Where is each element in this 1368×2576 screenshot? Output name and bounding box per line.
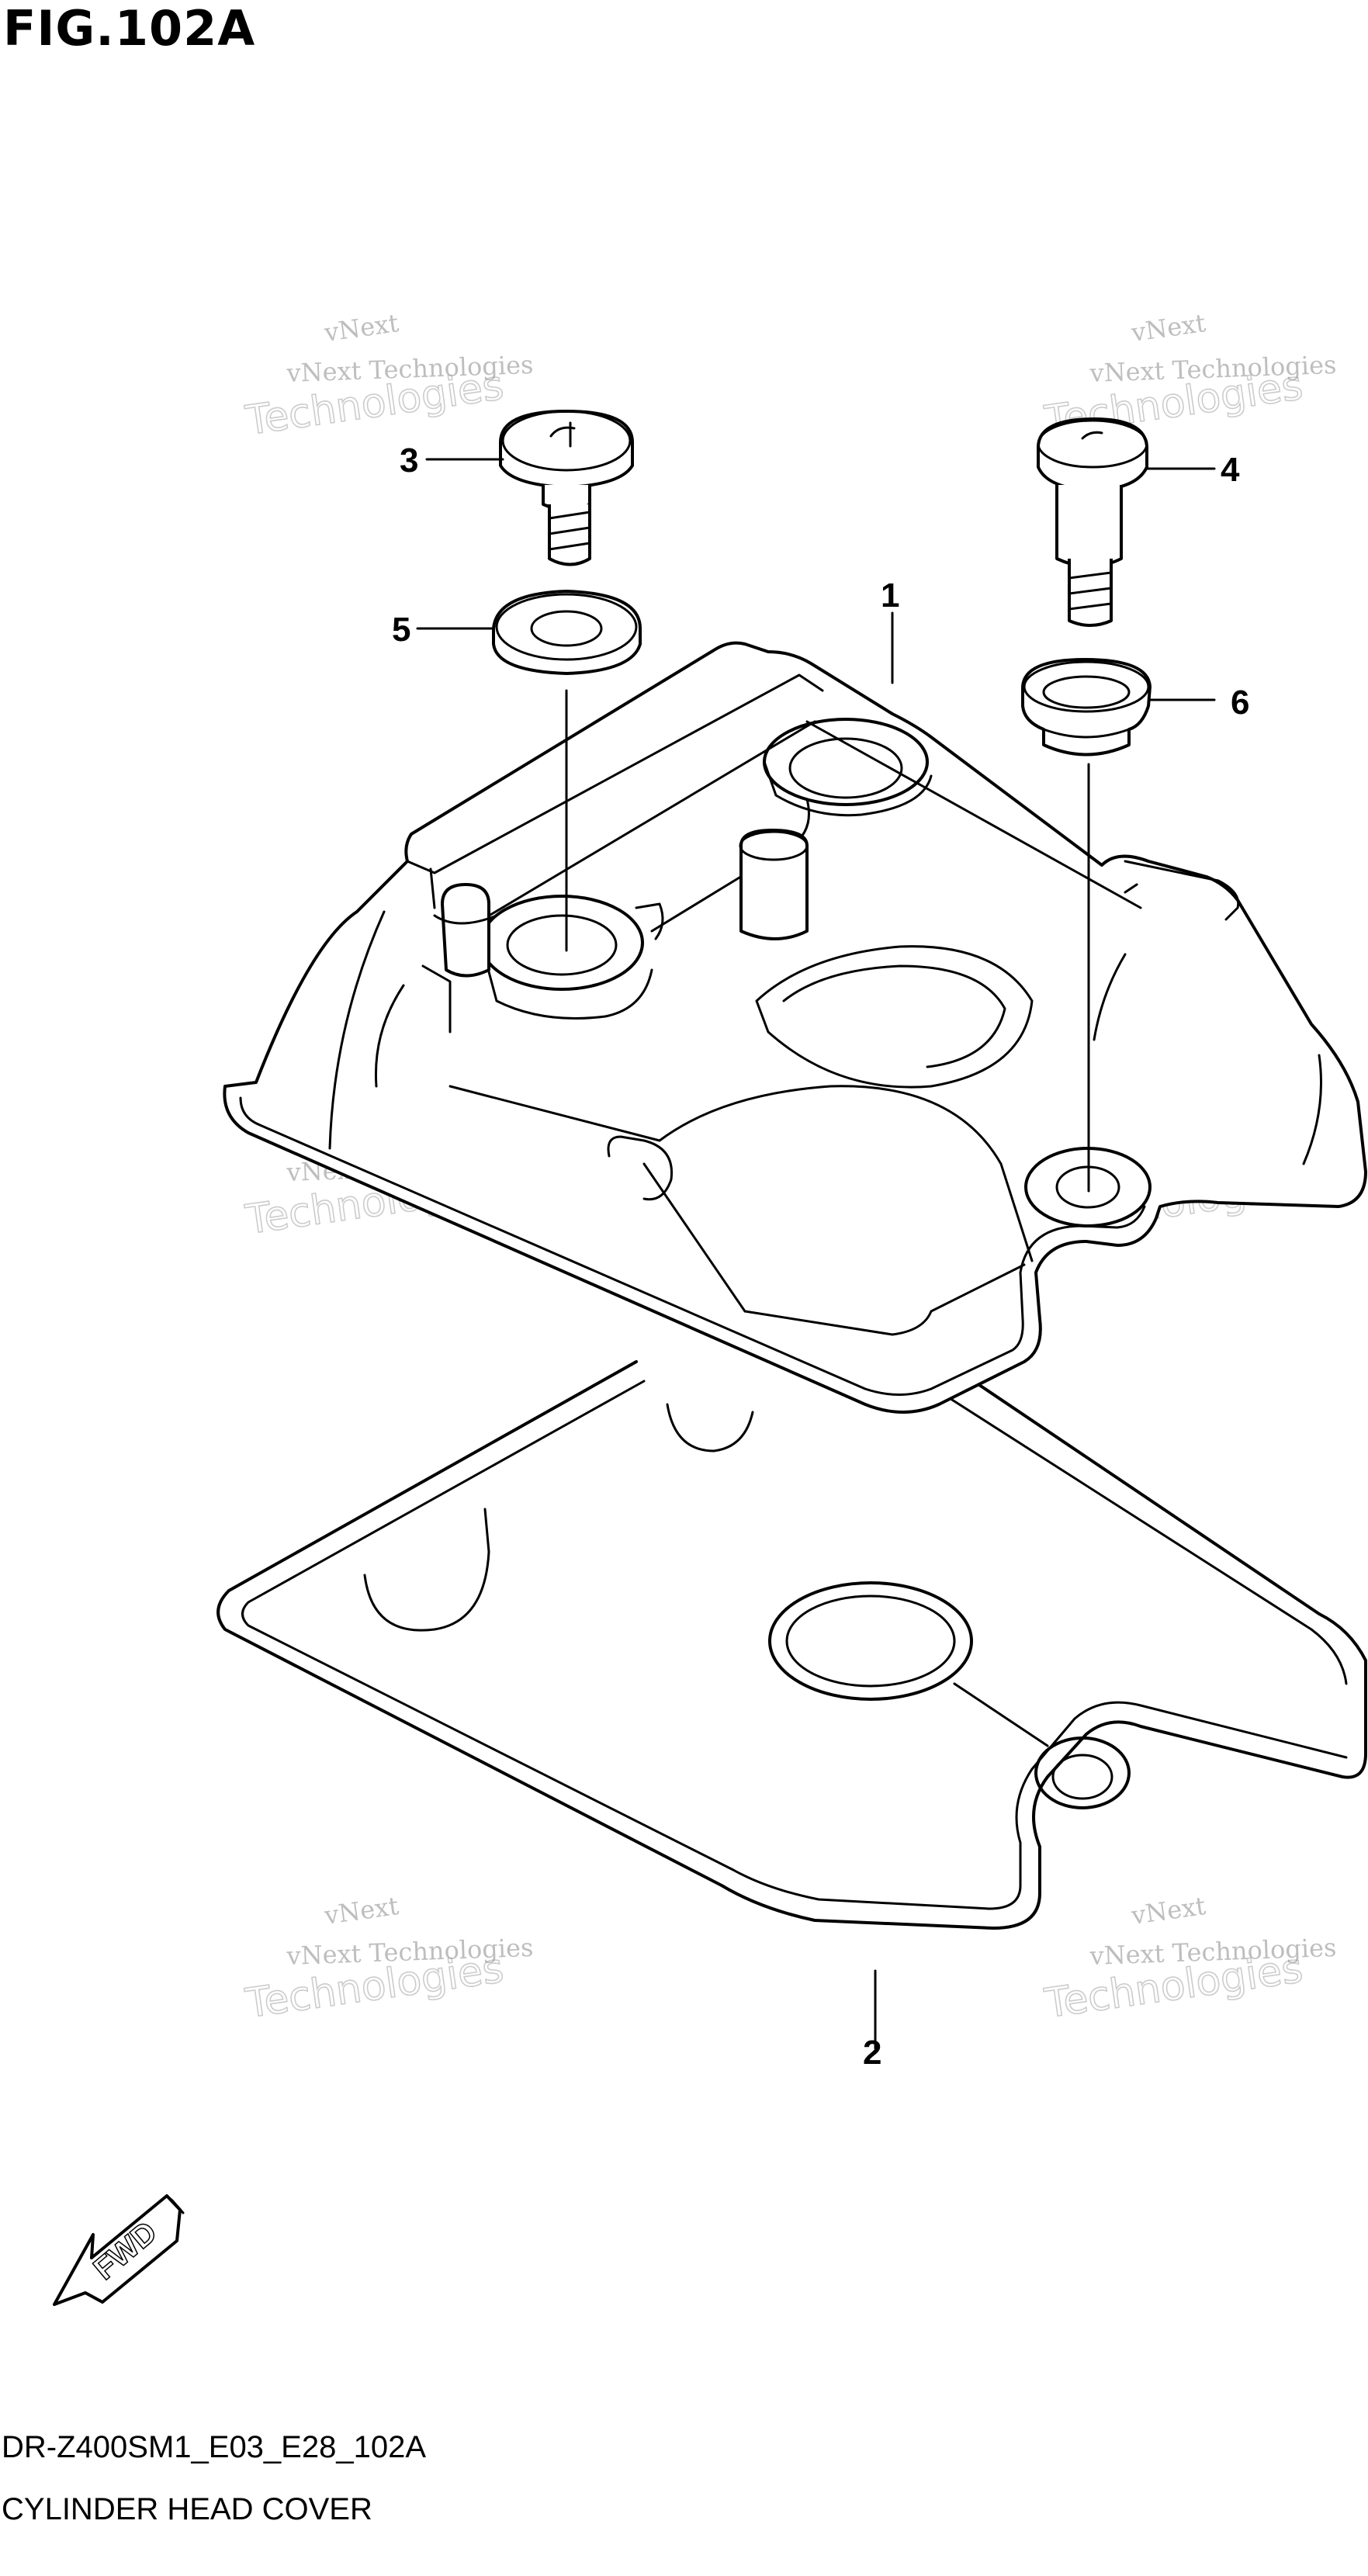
figure-code: DR-Z400SM1_E03_E28_102A [2,2430,427,2464]
svg-text:vNext: vNext [322,1891,400,1930]
watermark-top-right: vNext vNext Technologies Technologies [1041,308,1337,445]
cylinder-head-cover [223,641,1367,1414]
forward-direction-arrow: FWD [53,2194,185,2306]
watermark-bottom-left: vNext vNext Technologies Technologies [242,1891,534,2028]
grommet-part-6 [1021,658,1152,757]
leader-lines [416,458,1216,2050]
callout-3: 3 [400,441,418,480]
figure-title: FIG.102A [3,0,256,57]
callout-6: 6 [1231,684,1249,722]
cover-screw-part-3 [499,410,634,566]
svg-text:vNext: vNext [1129,1891,1207,1930]
callout-4: 4 [1221,451,1240,489]
cylinder-head-cover-gasket [216,1360,1367,1930]
svg-text:vNext: vNext [1129,308,1207,348]
callout-2: 2 [863,2034,881,2072]
watermark-top-left: vNext vNext Technologies Technologies [242,308,534,445]
watermark-bottom-right: vNext vNext Technologies Technologies [1041,1891,1337,2028]
figure-name: CYLINDER HEAD COVER [2,2492,372,2526]
callout-1: 1 [881,576,899,615]
washer-part-5 [492,590,642,675]
svg-text:vNext: vNext [322,308,400,348]
callout-5: 5 [392,611,410,649]
cover-bolt-part-4 [1037,417,1148,627]
